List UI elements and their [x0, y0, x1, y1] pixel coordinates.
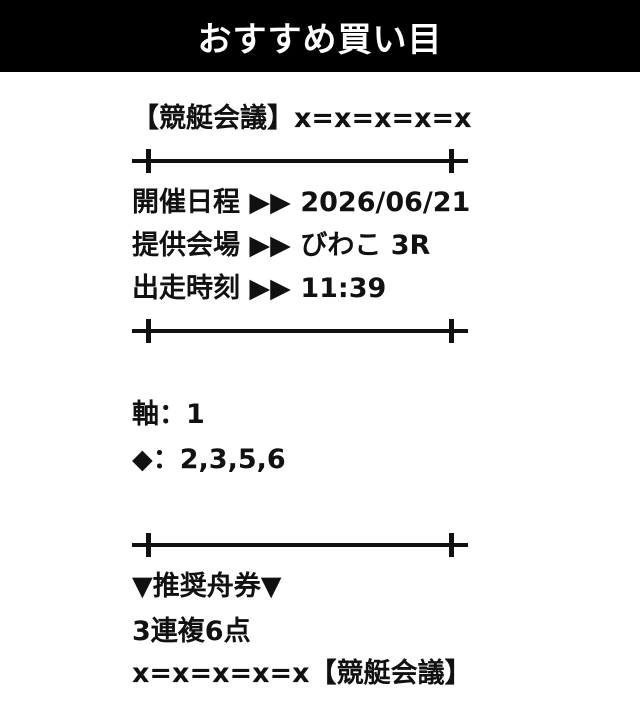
separator-top [132, 148, 468, 174]
source-line: 【競艇会議】x=x=x=x=x [132, 103, 472, 134]
race-venue-row: 提供会場 ▶▶ びわこ 3R [132, 230, 431, 261]
recommended-ticket-heading: ▼推奨舟券▼ [132, 571, 282, 602]
axis-pick-row: 軸：1 [132, 399, 205, 430]
footer-line: x=x=x=x=x【競艇会議】 [132, 658, 472, 689]
recommendation-card: 【競艇会議】x=x=x=x=x 開催日程 ▶▶ 2026/06/21 提供会場 … [0, 72, 640, 711]
page-header: おすすめ買い目 [0, 0, 640, 72]
race-time-row: 出走時刻 ▶▶ 11:39 [132, 273, 387, 304]
separator-middle [132, 318, 468, 344]
ticket-type: 3連複6点 [132, 616, 251, 647]
race-date-row: 開催日程 ▶▶ 2026/06/21 [132, 187, 471, 218]
page-title: おすすめ買い目 [197, 19, 443, 60]
separator-bottom [132, 532, 468, 558]
partner-picks-row: ◆：2,3,5,6 [132, 444, 286, 475]
